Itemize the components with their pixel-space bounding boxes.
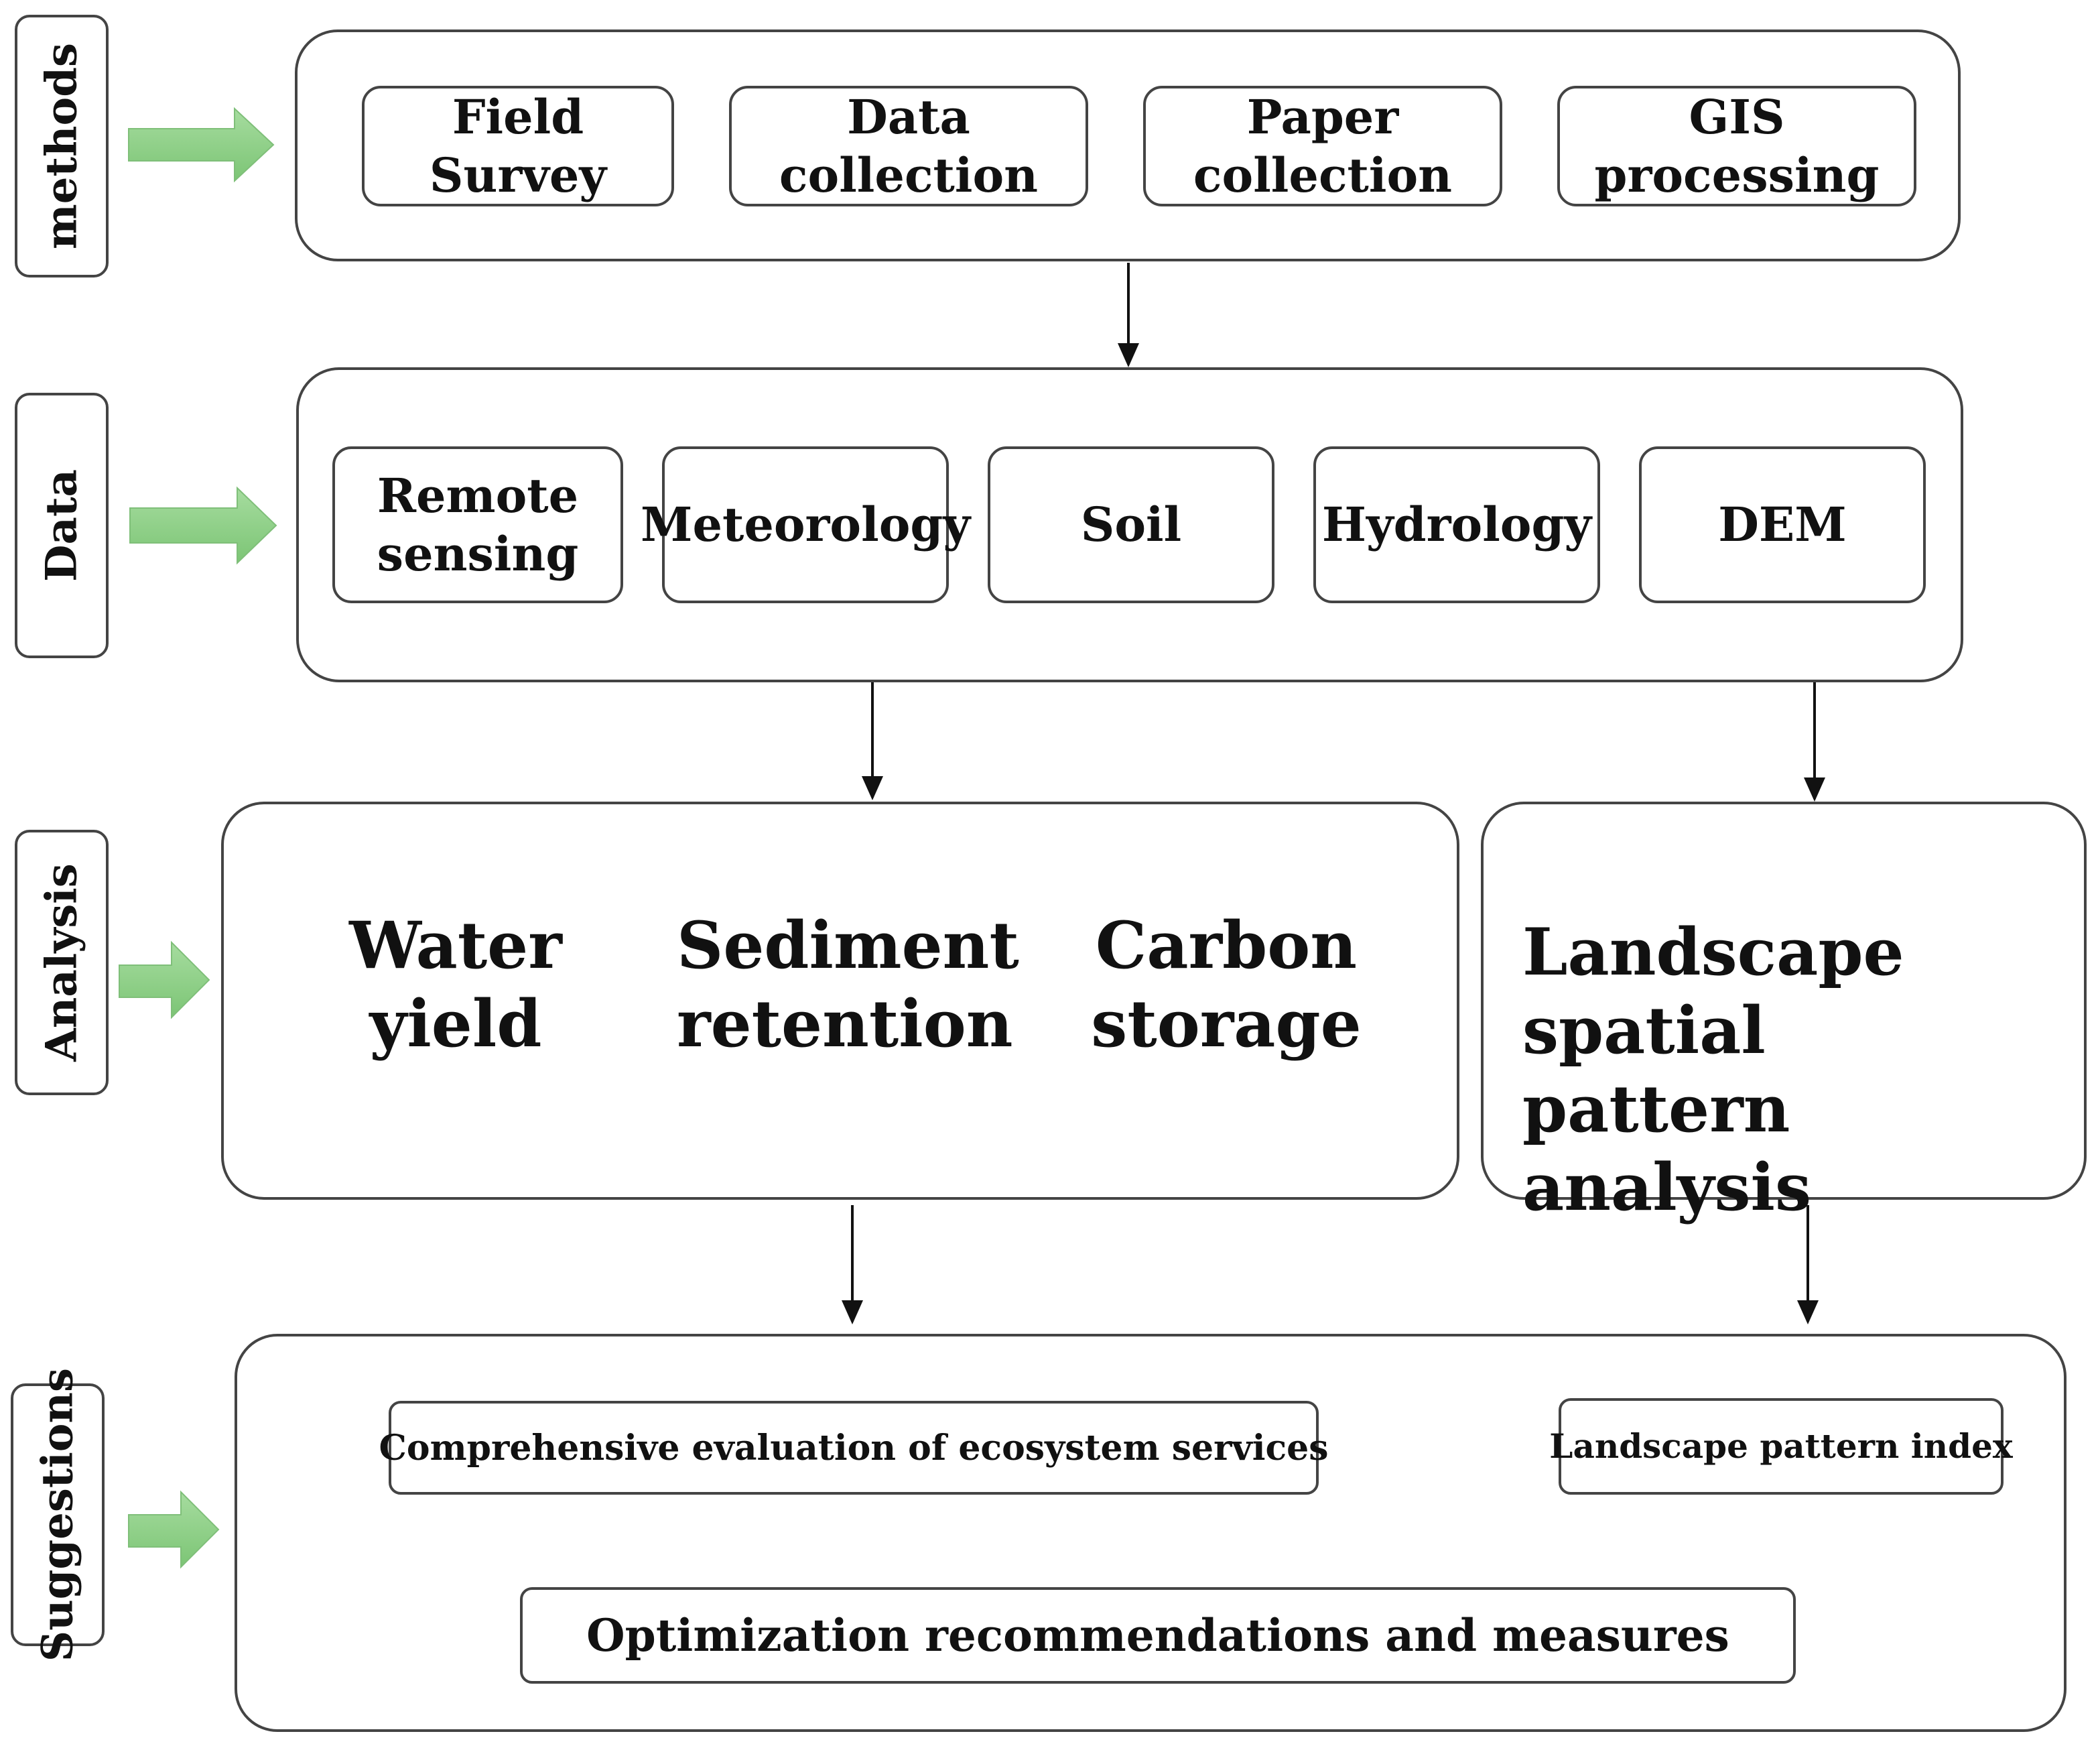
analysis-side-arrow bbox=[119, 940, 210, 1019]
services-panel bbox=[221, 802, 1459, 1200]
data-side-label-box: Data bbox=[15, 393, 109, 658]
remote-sensing-box: Remote sensing bbox=[332, 446, 623, 603]
gis-processing-box: GIS processing bbox=[1557, 86, 1916, 206]
methods-side-arrow bbox=[128, 107, 275, 183]
dem-box: DEM bbox=[1639, 446, 1926, 603]
soil-box: Soil bbox=[988, 446, 1274, 603]
landscape-analysis-label: Landscape spatial pattern analysis bbox=[1522, 914, 1904, 1226]
meteorology-box: Meteorology bbox=[641, 446, 970, 603]
methods-label: methods bbox=[36, 43, 87, 249]
optimization-measures-box: Optimization recommendations and measure… bbox=[520, 1587, 1796, 1684]
methods-side-label-box: methods bbox=[15, 15, 109, 277]
analysis-label: Analysis bbox=[36, 863, 87, 1062]
data-side-arrow bbox=[129, 486, 277, 565]
data-label: Data bbox=[36, 469, 87, 582]
suggestions-label: Suggestions bbox=[32, 1367, 83, 1662]
sediment-retention-label: Sediment retention bbox=[677, 908, 1019, 1062]
analysis-side-label-box: Analysis bbox=[15, 830, 109, 1095]
data-collection-box: Data collection bbox=[729, 86, 1088, 206]
suggestions-side-arrow bbox=[128, 1490, 220, 1569]
carbon-storage-label: Carbon storage bbox=[1091, 908, 1362, 1062]
paper-collection-box: Paper collection bbox=[1143, 86, 1502, 206]
landscape-panel bbox=[1481, 802, 2087, 1200]
suggestions-side-label-box: Suggestions bbox=[11, 1368, 105, 1662]
field-survey-box: Field Survey bbox=[362, 86, 674, 206]
water-yield-label: Water yield bbox=[349, 908, 562, 1062]
landscape-pattern-index-box: Landscape pattern index bbox=[1549, 1398, 2013, 1495]
comprehensive-evaluation-box: Comprehensive evaluation of ecosystem se… bbox=[379, 1401, 1329, 1495]
hydrology-box: Hydrology bbox=[1313, 446, 1600, 603]
